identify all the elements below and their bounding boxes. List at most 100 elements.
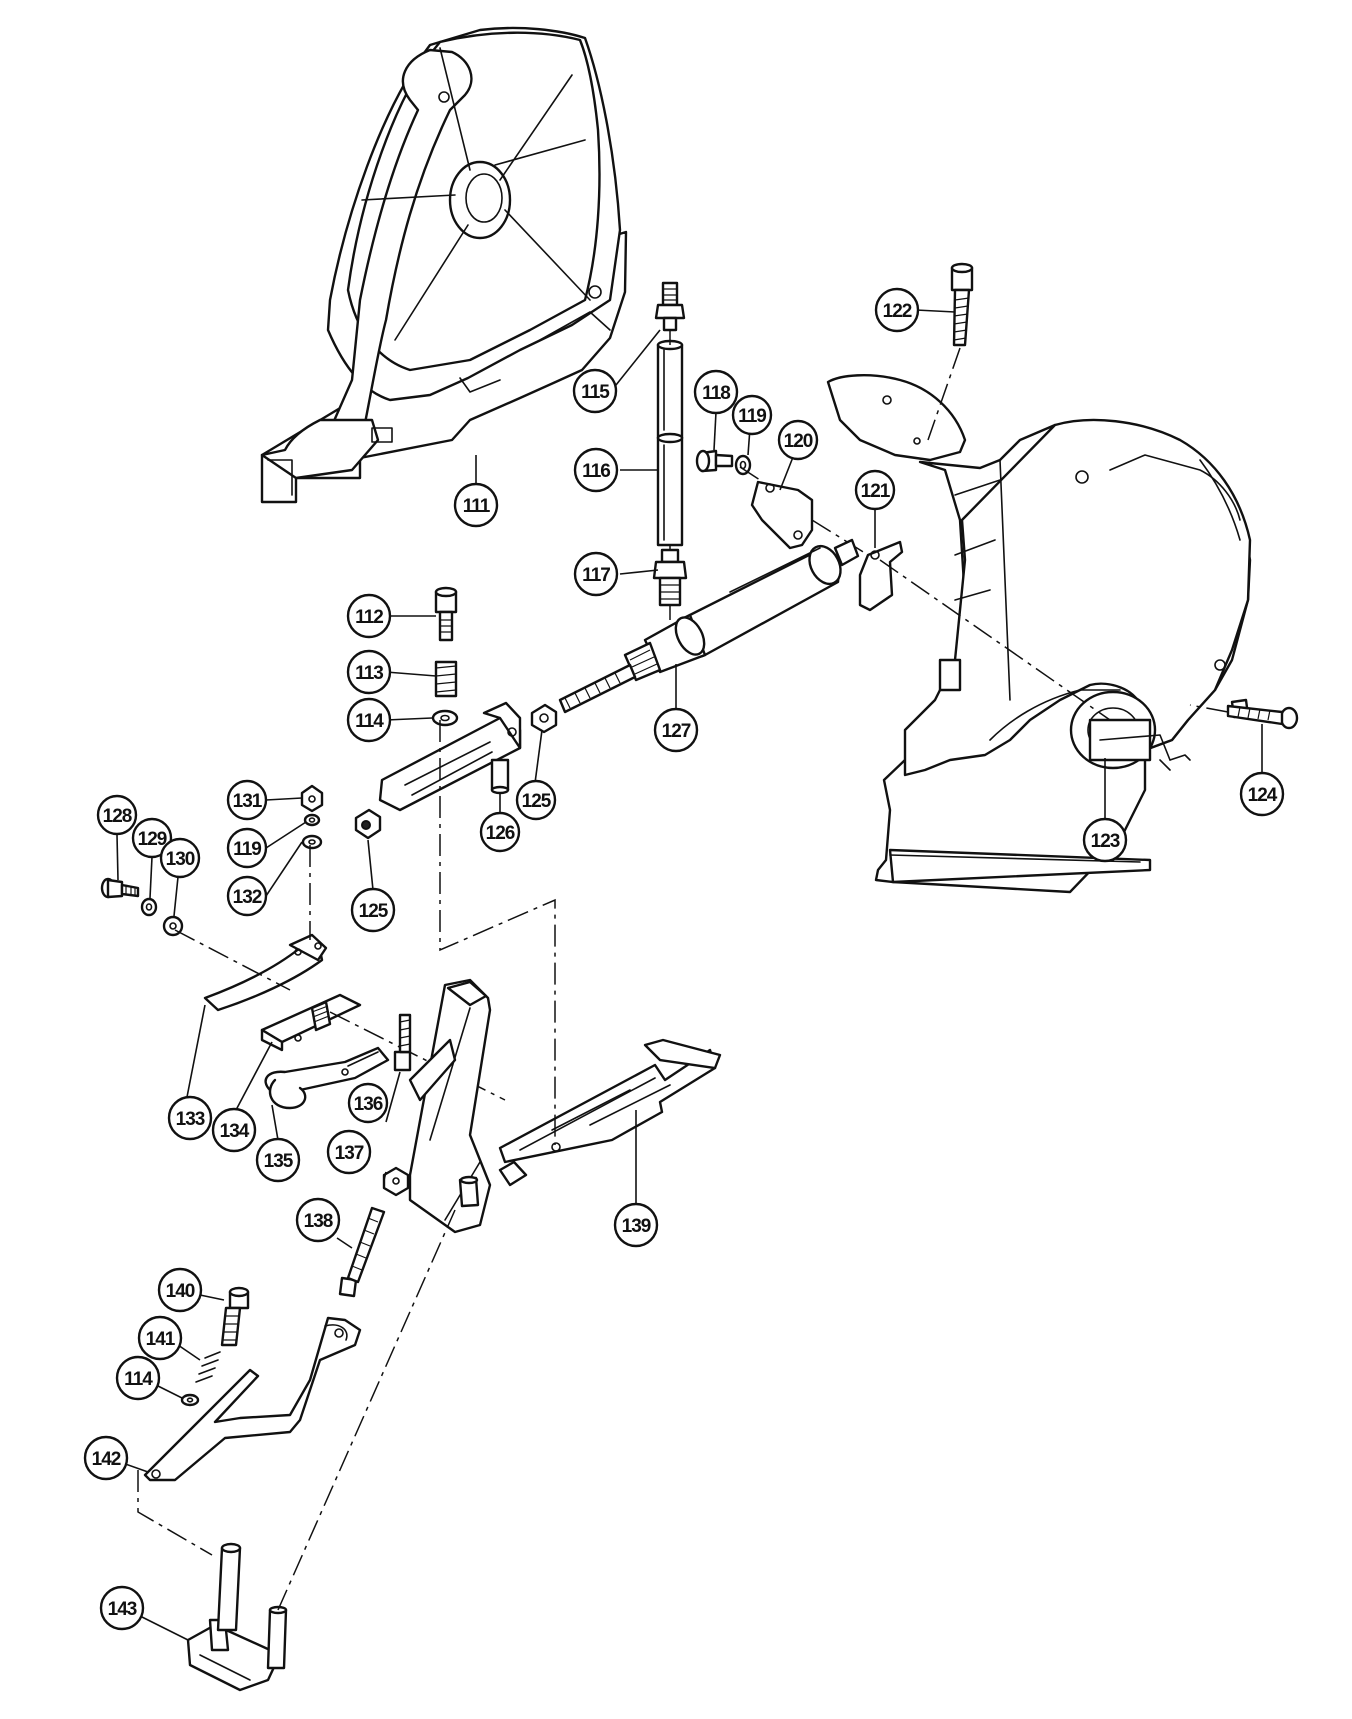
plate-120 <box>739 466 814 550</box>
callout-121-label: 121 <box>861 481 891 502</box>
callout-131: 131 <box>226 779 268 821</box>
callout-130: 130 <box>159 837 201 879</box>
callout-122: 122 <box>874 287 920 333</box>
rod-116 <box>656 339 684 547</box>
bracket-121 <box>811 519 1111 721</box>
washer-129 <box>140 897 158 917</box>
nut-131 <box>300 784 324 813</box>
callout-114b-label: 114 <box>124 1369 153 1390</box>
callout-123-label: 123 <box>1091 831 1120 852</box>
lever-142 <box>137 1316 362 1556</box>
callout-135: 135 <box>255 1137 301 1183</box>
callout-117-label: 117 <box>582 565 610 586</box>
callout-136-label: 136 <box>354 1094 383 1115</box>
callout-119a-label: 119 <box>738 406 766 427</box>
callout-118-label: 118 <box>702 383 730 404</box>
bracket-126 <box>378 701 522 812</box>
callout-126-label: 126 <box>486 823 515 844</box>
callout-136: 136 <box>347 1082 389 1124</box>
callout-134-label: 134 <box>220 1121 250 1142</box>
washer-114a <box>431 709 459 727</box>
screw-122 <box>927 262 974 441</box>
callout-119b: 119 <box>226 827 268 869</box>
nut-137 <box>382 1166 410 1197</box>
stud-115 <box>654 281 686 332</box>
callout-133: 133 <box>167 1095 213 1141</box>
callout-129: 129 <box>131 817 173 859</box>
callout-138: 138 <box>295 1197 341 1243</box>
callout-137: 137 <box>326 1129 372 1175</box>
bolt-112 <box>434 586 458 642</box>
callout-141-label: 141 <box>146 1329 176 1350</box>
bolt-136 <box>393 1013 412 1072</box>
callout-125b-label: 125 <box>359 901 389 922</box>
callout-114a-label: 114 <box>355 711 384 732</box>
callout-111: 111 <box>453 482 499 528</box>
spring-113 <box>434 660 458 698</box>
nut-125a <box>530 703 558 734</box>
callout-112: 112 <box>346 593 392 639</box>
callout-115-label: 115 <box>581 382 610 403</box>
callout-134: 134 <box>211 1107 257 1153</box>
callout-120-label: 120 <box>784 431 813 452</box>
upper-blade-guard-111 <box>260 26 628 504</box>
callout-127-label: 127 <box>662 721 691 742</box>
bolt-138 <box>338 1206 386 1298</box>
callout-122-label: 122 <box>883 301 912 322</box>
callout-131-label: 131 <box>233 791 263 812</box>
leader-lines <box>113 309 1263 1641</box>
callout-139-label: 139 <box>622 1216 651 1237</box>
lower-blade-guard-123 <box>826 374 1252 894</box>
callout-113: 113 <box>346 649 392 695</box>
callout-143: 143 <box>99 1585 145 1631</box>
callout-114b: 114 <box>115 1355 161 1401</box>
callout-128: 128 <box>96 794 138 836</box>
callout-127: 127 <box>653 707 699 753</box>
callout-113-label: 113 <box>355 663 383 684</box>
callout-141: 141 <box>137 1315 183 1361</box>
callout-133-label: 133 <box>176 1109 205 1130</box>
washer-132 <box>301 834 323 850</box>
bolt-140 <box>220 1286 250 1347</box>
screw-128 <box>100 877 140 899</box>
washer-119b <box>303 813 321 827</box>
callout-125b: 125 <box>350 887 396 933</box>
screw-118 <box>695 449 734 473</box>
callout-114a: 114 <box>346 697 392 743</box>
callout-139: 139 <box>613 1202 659 1248</box>
callout-129-label: 129 <box>138 829 167 850</box>
callout-116: 116 <box>573 447 619 493</box>
callout-128-label: 128 <box>103 806 132 827</box>
fitting-117 <box>652 330 688 620</box>
callout-135-label: 135 <box>264 1151 294 1172</box>
callout-123: 123 <box>1082 817 1128 863</box>
callout-140-label: 140 <box>166 1281 195 1302</box>
callout-119a: 119 <box>731 394 773 436</box>
callout-124: 124 <box>1239 771 1285 817</box>
callout-142: 142 <box>83 1435 129 1481</box>
knob-143 <box>186 1209 456 1692</box>
callout-142-label: 142 <box>92 1449 121 1470</box>
callout-132-label: 132 <box>233 887 262 908</box>
plate-134 <box>260 993 362 1052</box>
callout-118: 118 <box>693 369 739 415</box>
bolt-124 <box>1189 698 1299 730</box>
callout-111-label: 111 <box>463 496 491 517</box>
callout-140: 140 <box>157 1267 203 1313</box>
washer-114b <box>180 1393 200 1407</box>
callout-125a: 125 <box>515 779 557 821</box>
callout-130-label: 130 <box>166 849 195 870</box>
callout-143-label: 143 <box>108 1599 137 1620</box>
arm-135 <box>174 845 506 1110</box>
callout-116-label: 116 <box>582 461 610 482</box>
callout-137-label: 137 <box>335 1143 364 1164</box>
callout-125a-label: 125 <box>522 791 552 812</box>
callout-121: 121 <box>854 469 896 511</box>
callout-120: 120 <box>777 419 819 461</box>
cylinder-127 <box>558 538 860 714</box>
spring-plate-133 <box>203 933 328 1012</box>
callout-112-label: 112 <box>355 607 383 628</box>
callout-124-label: 124 <box>1248 785 1278 806</box>
callout-115: 115 <box>572 368 618 414</box>
